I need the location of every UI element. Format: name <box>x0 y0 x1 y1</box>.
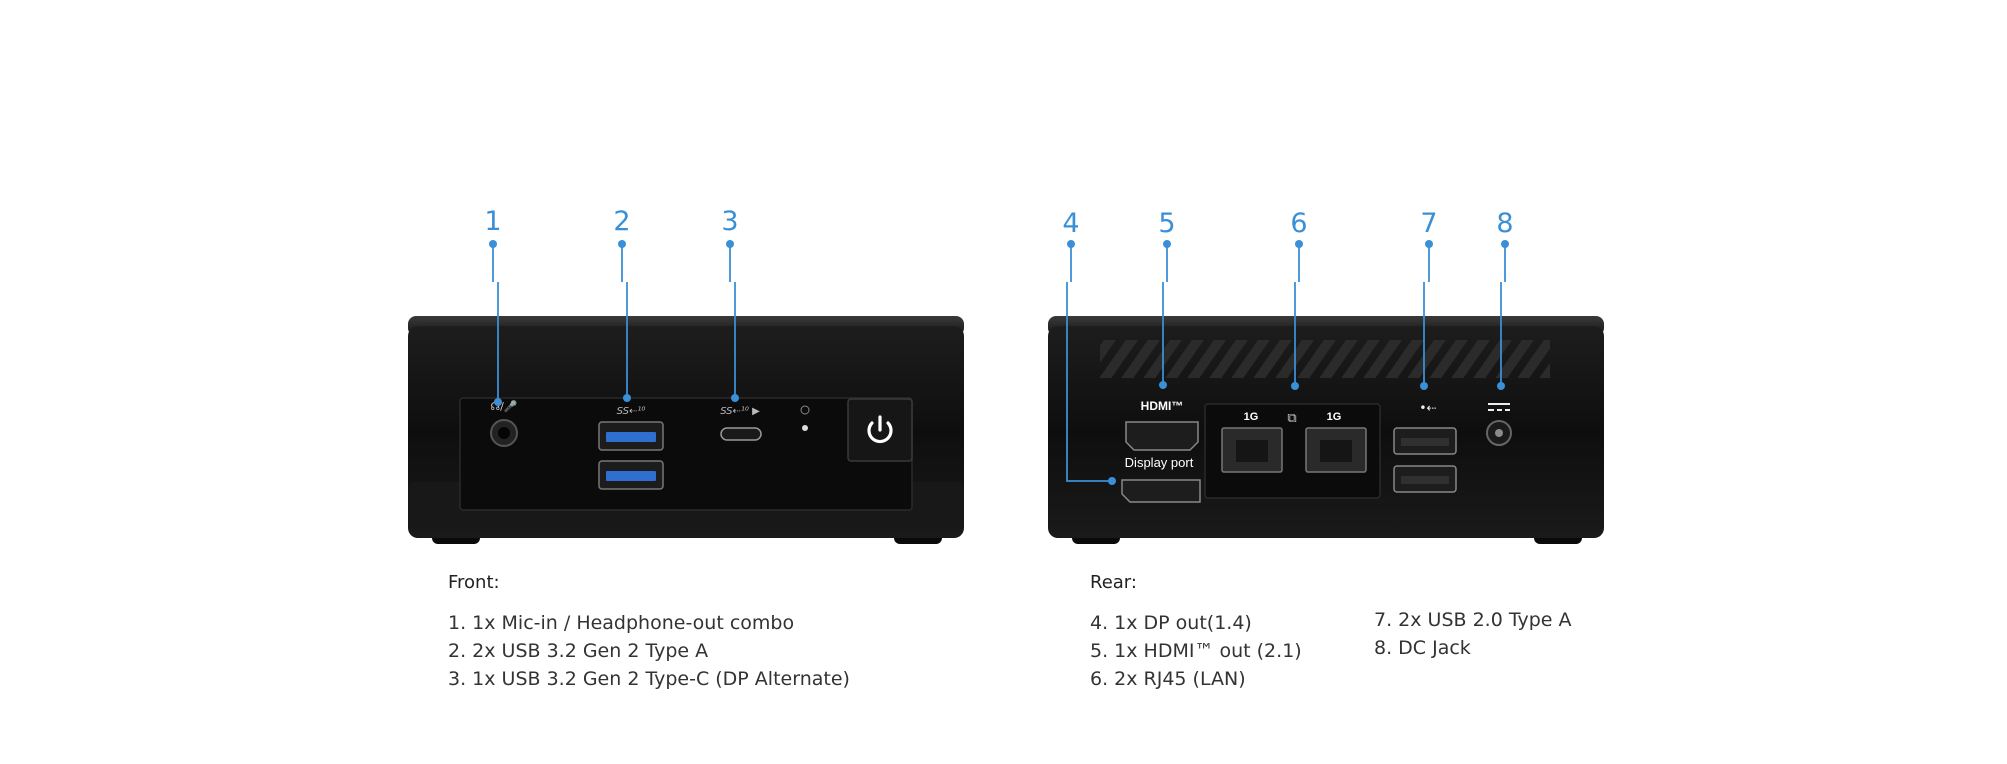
callout-5: 5 <box>1158 208 1175 239</box>
display-port-label: Display port <box>1125 455 1194 470</box>
callout-numbers: 1 2 3 4 5 6 7 8 <box>484 206 1513 239</box>
rear-item-7: 7. 2x USB 2.0 Type A <box>1374 609 1572 631</box>
rear-item-4: 4. 1x DP out(1.4) <box>1090 612 1252 634</box>
dc-jack-pin <box>1495 429 1503 437</box>
callout-4: 4 <box>1062 208 1079 239</box>
callout-1: 1 <box>484 206 501 237</box>
status-led <box>802 425 808 431</box>
front-heading: Front: <box>448 572 500 593</box>
rj45-port-left-inner <box>1236 440 1268 462</box>
usb-ss-icon-a: SS⇠¹⁰ <box>617 406 646 417</box>
hdmi-label: HDMI™ <box>1141 399 1184 413</box>
rear-heading: Rear: <box>1090 572 1137 593</box>
rear-usb-a-bottom-tongue <box>1401 476 1449 484</box>
usb-icon: •⇠ <box>1419 401 1436 415</box>
callout-3: 3 <box>721 206 738 237</box>
rear-item-8: 8. DC Jack <box>1374 637 1471 659</box>
callout-dots <box>489 240 1509 485</box>
front-item-3: 3. 1x USB 3.2 Gen 2 Type-C (DP Alternate… <box>448 668 850 690</box>
audio-jack-hole <box>498 427 510 439</box>
rear-item-5: 5. 1x HDMI™ out (2.1) <box>1090 640 1302 662</box>
lan-right-label: 1G <box>1327 411 1342 423</box>
rear-vents <box>1100 340 1550 378</box>
callout-lines <box>492 244 1506 482</box>
front-legend: Front: 1. 1x Mic-in / Headphone-out comb… <box>448 572 850 693</box>
front-usb-c <box>720 427 762 441</box>
callout-2: 2 <box>613 206 630 237</box>
power-icon <box>867 415 893 444</box>
front-device: ☊/🎤 SS⇠¹⁰ SS⇠¹⁰ ▶ <box>408 316 964 544</box>
hdmi-port <box>1125 421 1199 451</box>
front-item-1: 1. 1x Mic-in / Headphone-out combo <box>448 612 795 634</box>
callout-7: 7 <box>1420 208 1437 239</box>
callout-8: 8 <box>1496 208 1513 239</box>
callout-6: 6 <box>1290 208 1307 239</box>
disk-icon <box>800 405 810 415</box>
rear-usb-a-top-tongue <box>1401 438 1449 446</box>
rear-legend: Rear: 4. 1x DP out(1.4) 5. 1x HDMI™ out … <box>1090 572 1302 693</box>
front-panel <box>459 397 913 511</box>
network-icon: ⧉ <box>1287 411 1296 426</box>
front-usb-a-top-tongue <box>606 432 656 442</box>
dc-icon <box>1488 403 1510 411</box>
usb-ss-icon-c: SS⇠¹⁰ ▶ <box>720 406 760 417</box>
front-usb-a-bottom-tongue <box>606 471 656 481</box>
lan-left-label: 1G <box>1244 411 1259 423</box>
rear-device: HDMI™ Display port 1G 1G ⧉ •⇠ <box>1048 316 1604 544</box>
front-item-2: 2. 2x USB 3.2 Gen 2 Type A <box>448 640 709 662</box>
dp-port <box>1121 479 1201 503</box>
rear-legend-col2: 7. 2x USB 2.0 Type A 8. DC Jack <box>1374 606 1572 662</box>
rear-item-6: 6. 2x RJ45 (LAN) <box>1090 668 1246 690</box>
rj45-port-right-inner <box>1320 440 1352 462</box>
